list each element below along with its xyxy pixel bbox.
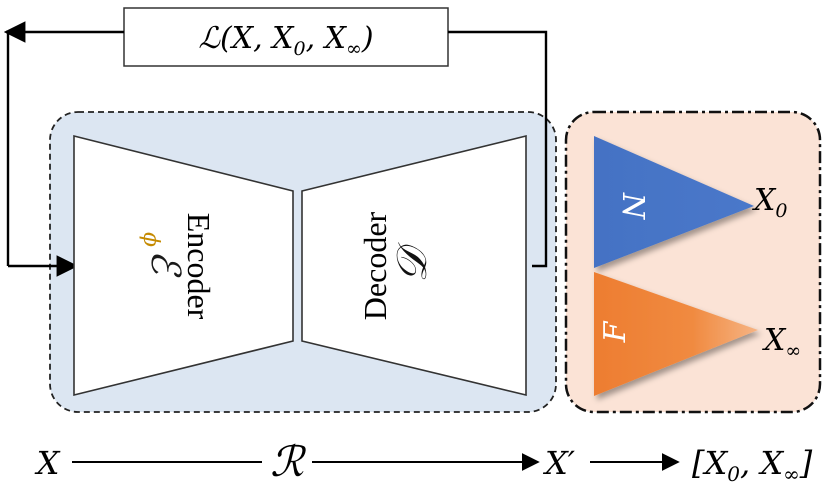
decoder-block xyxy=(301,134,527,397)
pipeline-output: X′ xyxy=(542,444,576,482)
loss-input-line xyxy=(448,30,548,268)
far-head xyxy=(594,272,758,396)
near-head xyxy=(594,136,754,268)
encoder-block xyxy=(73,134,294,397)
decoder-label: Decoder xyxy=(357,211,393,320)
svg-text:ϕ: ϕ xyxy=(138,232,163,247)
pipeline-mapping: ℛ xyxy=(270,437,306,486)
pipeline-input: X xyxy=(34,444,61,482)
svg-text:ℰ: ℰ xyxy=(142,250,188,278)
far-label: F xyxy=(598,320,633,343)
loss-box xyxy=(123,7,449,67)
loss-formula: ℒ(X, X0, X∞) xyxy=(198,21,373,60)
far-output: X∞ xyxy=(762,323,801,362)
encoder-label: Encoder xyxy=(181,213,217,320)
pipeline-result: [X0, X∞] xyxy=(692,444,813,486)
near-output: X0 xyxy=(752,183,787,222)
near-label: N xyxy=(615,192,650,221)
encoder-symbol: ℰ ϕ xyxy=(138,232,188,278)
